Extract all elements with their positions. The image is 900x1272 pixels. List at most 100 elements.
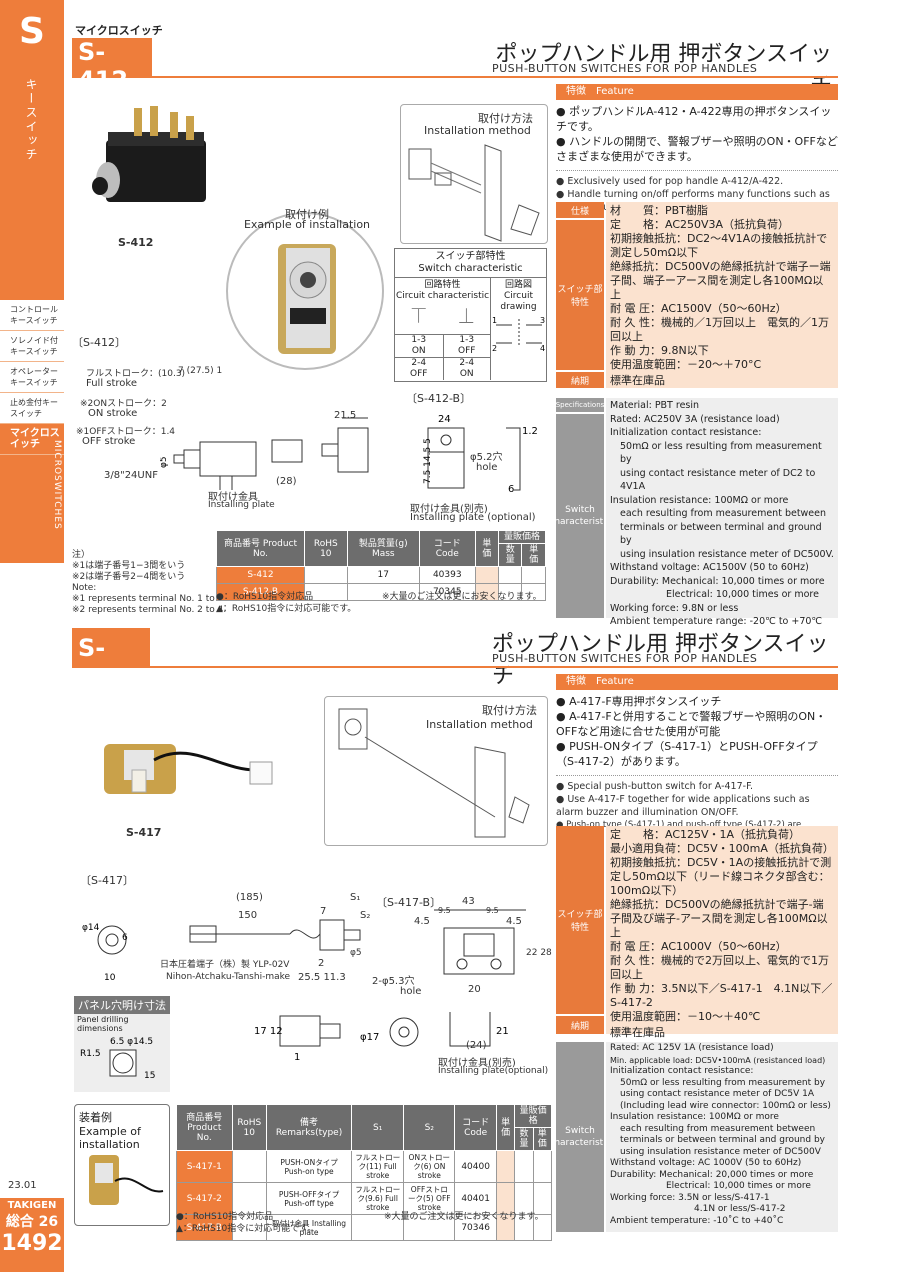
example-photo: [89, 1155, 164, 1205]
svg-text:7.5 14.5 5: 7.5 14.5 5: [423, 438, 433, 484]
s417-dim-25: 25.5 11.3: [298, 972, 346, 983]
s417-spec-en-10: Withstand voltage: AC 1000V (50 to 60Hz): [610, 1158, 802, 1168]
s417-nouki-label: 納期: [556, 1016, 604, 1034]
sidebar-item-operator-key[interactable]: オペレーターキースイッチ: [0, 362, 64, 393]
s412-front-drawing: [262, 410, 392, 490]
th-remarks: 備考 Remarks(type): [266, 1104, 353, 1151]
s417-b-dim-24: (24): [466, 1040, 487, 1051]
s417-photo-label: S-417: [126, 826, 162, 839]
s412-row1-product[interactable]: S-412: [216, 566, 305, 584]
c2s: OFF: [458, 346, 476, 356]
s417-row3-price: [496, 1214, 516, 1241]
s412-b-plate-jp: 取付け金具(別売): [410, 504, 488, 515]
svg-text:1: 1: [294, 1052, 300, 1063]
s412-spec-en-9: Withstand voltage: AC1500V (50 to 60Hz): [610, 562, 809, 573]
s417-model-badge: S-417: [72, 628, 150, 702]
s412-features: ● ポップハンドルA-412・A-422専用の押ボタンスイッチです。 ● ハンド…: [556, 104, 838, 214]
s412-spec-durability: 耐 久 性：機械的／1万回以上 電気的／1万回以上: [610, 316, 829, 343]
svg-text:φ5: φ5: [160, 456, 169, 468]
category-label: マイクロスイッチ: [75, 24, 163, 37]
s417-title-jp: ポップハンドル用 押ボタンスイッチ: [492, 632, 829, 689]
s412-thread: 3/8"24UNF: [104, 470, 158, 481]
c1: 1-3: [411, 335, 427, 345]
s417-row1-product[interactable]: S-417-1: [176, 1150, 233, 1183]
s412-spec-en-10: Durability: Mechanical: 10,000 times or …: [610, 575, 825, 587]
s417-dim-s1: S₁: [350, 892, 361, 903]
s417-row2-product[interactable]: S-417-2: [176, 1182, 233, 1215]
s412-spec-insulation: 絶縁抵抗：DC500Vの絶縁抵抗計で端子ー端子間、端子ーアース間を測定し各100…: [610, 260, 831, 301]
s417-row3-product[interactable]: S-417-B: [176, 1214, 233, 1241]
s417-row2-code: 40401: [454, 1182, 498, 1215]
s412-install-example-en: Example of installation: [243, 218, 371, 231]
s412-row1-unit: [521, 566, 546, 584]
s412-spec-rated: 定 格：AC250V3A（抵抗負荷）: [610, 218, 790, 231]
table-row: S-417-B 取付け金具 Installing plate 70346: [176, 1214, 553, 1241]
s417-b-hole: 2-φ5.3穴: [372, 976, 415, 987]
s417-example-box: 装着例 Example of installation: [74, 1104, 170, 1226]
s417-feature-en-2-text: Use A-417-F together for wide applicatio…: [556, 794, 810, 818]
s417-photo: [90, 730, 290, 820]
s412-drawing-label: 〔S-412〕: [72, 336, 126, 349]
table-row: S-412-B 70345: [216, 583, 546, 601]
th-code: コード Code: [454, 1104, 498, 1151]
brand-name: TAKIGEN: [7, 1200, 57, 1211]
svg-text:6.5 φ14.5: 6.5 φ14.5: [110, 1037, 153, 1047]
s412-spec-label: 仕様: [556, 202, 604, 218]
s412-feature-en-1-text: Exclusively used for pop handle A-412/A-…: [567, 176, 784, 187]
s417-b-dim-43: 43: [462, 896, 475, 907]
th-s1: S₁: [351, 1104, 405, 1151]
s412-row1-price: [474, 566, 500, 584]
s417-spec-rated: 定 格：AC125V・1A（抵抗負荷）: [610, 828, 801, 841]
s417-row3-s2: [403, 1214, 456, 1241]
s417-row2-price: [496, 1182, 516, 1215]
s417-legend-2: ▲：RoHS10指令に対応可能です。: [176, 1224, 317, 1234]
s417-spec-en-1: Min. applicable load: DC5V•100mA (resist…: [610, 1055, 826, 1065]
s417-row1-price: [496, 1150, 516, 1183]
sidebar-item-microswitch[interactable]: マイクロスイッチ: [0, 424, 64, 455]
svg-text:2: 2: [492, 344, 497, 353]
s417-row1-unit: [532, 1150, 553, 1183]
th-price: 単価: [496, 1104, 516, 1151]
th-product-no: 商品番号 Product No.: [216, 530, 305, 567]
s412-spec-en-12: Working force: 9.8N or less: [610, 602, 739, 614]
c1s: ON: [411, 346, 426, 356]
svg-text:4: 4: [540, 344, 545, 353]
microswitches-vertical: MICROSWITCHES: [52, 440, 62, 530]
s412-row2-product[interactable]: S-412-B: [216, 583, 305, 601]
s417-row2-unit: [532, 1182, 553, 1215]
s417-spec-en-13: Working force: 3.5N or less/S-417-1: [610, 1192, 770, 1203]
s412-model-badge: S-412 プラスチック製: [72, 38, 152, 103]
s417-spec-en-6: Insulation resistance: 100MΩ or more: [610, 1112, 779, 1122]
s412-spec-en-11: Electrical: 10,000 times or more: [666, 589, 819, 600]
s417-feature-jp-1: ● A-417-F専用押ボタンスイッチ: [556, 695, 722, 708]
page-footer-badge: TAKIGEN 総合 26 1492: [0, 1198, 64, 1272]
s412-product-table: 商品番号 Product No. RoHS 10 製品質量(g) Mass コー…: [216, 530, 546, 601]
sidebar-item-stopper-key[interactable]: 止め金付キースイッチ: [0, 393, 64, 424]
table-row: S-412 17 40393: [216, 566, 546, 584]
s417-panel-en: Panel drilling dimensions: [77, 1015, 129, 1033]
s412-spec-en-6: each resulting from measurement between: [620, 508, 827, 519]
circuit-drawing-en: Circuit drawing: [500, 291, 537, 312]
s417-example-en: Example of installation: [79, 1125, 141, 1151]
s412-photo: [86, 102, 226, 222]
svg-text:10: 10: [104, 973, 116, 983]
s417-spec-en: Rated: AC 125V 1A (resistance load) Min.…: [606, 1042, 838, 1232]
s412-row2-code: 70345: [418, 583, 476, 601]
s412-title-en: PUSH-BUTTON SWITCHES FOR POP HANDLES: [492, 62, 758, 75]
s412-model-name: S-412: [78, 38, 129, 94]
s417-spec-temp: 使用温度範囲：－10～＋40℃: [610, 1010, 761, 1023]
s417-spec-en-15: Ambient temperature: -10˚C to +40˚C: [610, 1215, 784, 1226]
sidebar-item-control-key[interactable]: コントロールキースイッチ: [0, 300, 64, 331]
s417-row2-s2: OFFストローク(5) OFF stroke: [403, 1182, 456, 1215]
s412-off-stroke-jp-text: OFFストローク：1.4: [89, 427, 176, 437]
s412-row2-unit: [521, 583, 546, 601]
sidebar-item-solenoid-key[interactable]: ソレノイド付キースイッチ: [0, 331, 64, 362]
s417-drawing-label: 〔S-417〕: [80, 874, 134, 887]
section-title: キースイッチ: [24, 78, 38, 162]
s412-off-stroke-jp: ※1OFFストローク：1.4: [76, 427, 176, 437]
s417-row1-s2: ONストローク(6) ON stroke: [403, 1150, 456, 1183]
th-unit: 単価: [532, 1127, 553, 1151]
s417-row2-rohs: [231, 1182, 268, 1215]
s417-feature-en-1: ● Special push-button switch for A-417-F…: [556, 781, 754, 792]
